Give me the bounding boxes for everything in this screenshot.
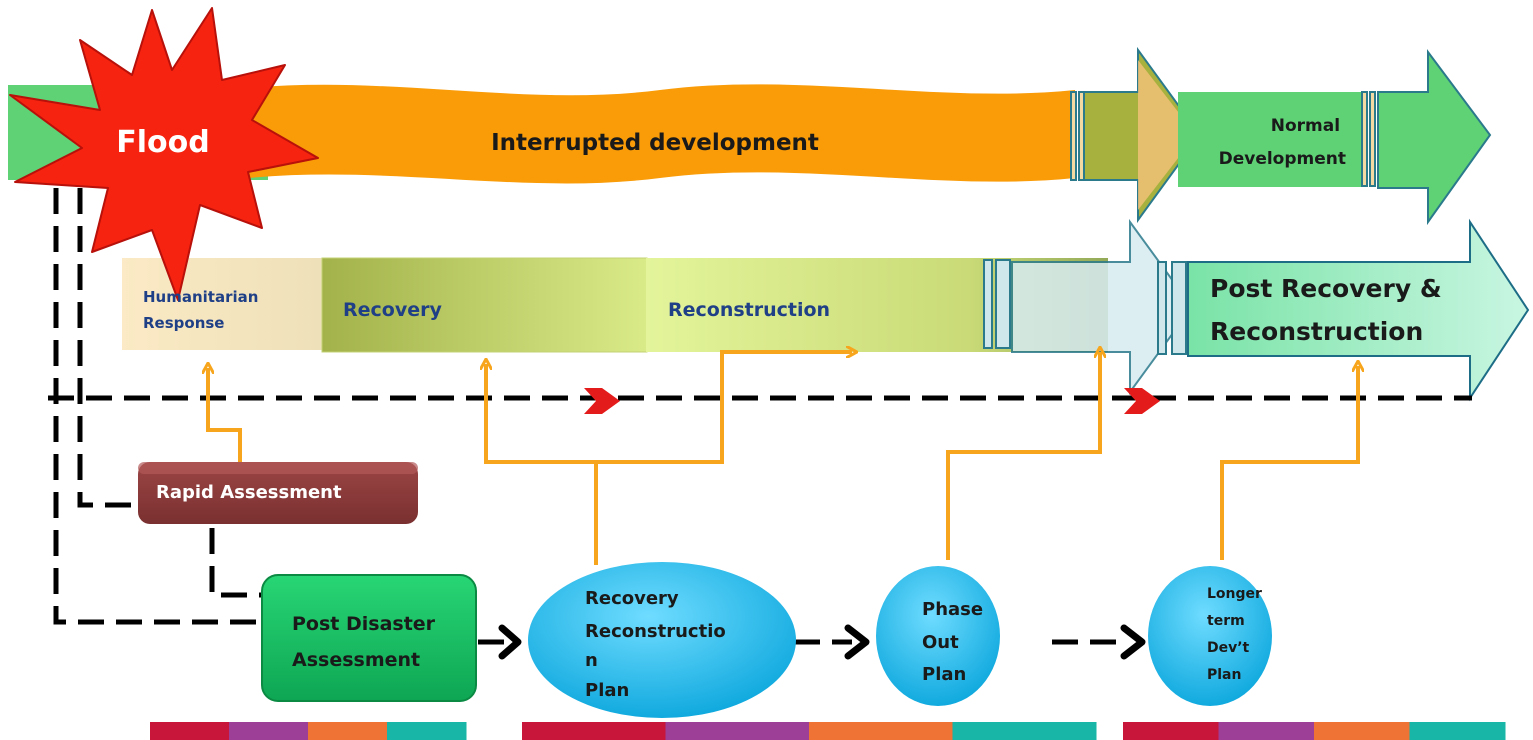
longer-term-line-1: Longer bbox=[1207, 586, 1262, 602]
normal-development-overlay bbox=[1138, 60, 1196, 210]
humanitarian-response-block bbox=[122, 258, 324, 350]
footer-strip-segment bbox=[150, 722, 230, 740]
footer-strip-segment bbox=[1218, 722, 1315, 740]
longer-term-line-2: term bbox=[1207, 613, 1245, 629]
footer-strip-segment bbox=[229, 722, 309, 740]
recovery-block bbox=[321, 257, 648, 353]
normal-development-label: Normal Development bbox=[1219, 116, 1346, 169]
normal-development-stripes bbox=[1070, 91, 1376, 187]
normal-development-body bbox=[1178, 92, 1368, 187]
interrupted-development-band bbox=[230, 84, 1075, 184]
recovery-plan-line-4: Plan bbox=[585, 680, 629, 701]
rapid-assessment-label: Rapid Assessment bbox=[156, 482, 342, 503]
recovery-plan-line-3: n bbox=[585, 650, 598, 671]
footer-color-strips bbox=[150, 722, 1506, 740]
phase-stripes bbox=[983, 259, 1187, 355]
recovery-plan-label: Recovery Reconstructio n Plan bbox=[585, 588, 732, 701]
post-disaster-line-2: Assessment bbox=[292, 649, 420, 671]
phase-out-plan-label: Phase Out Plan bbox=[922, 599, 989, 685]
interrupted-development-label: Interrupted development bbox=[491, 130, 819, 156]
footer-strip-segment bbox=[1409, 722, 1506, 740]
post-disaster-assessment-label: Post Disaster Assessment bbox=[292, 613, 442, 671]
phase-out-line-1: Phase bbox=[922, 599, 983, 620]
footer-strip-segment bbox=[952, 722, 1097, 740]
post-recovery-arrow bbox=[1187, 218, 1530, 402]
process-dashed-lines bbox=[48, 188, 1472, 645]
longer-term-plan-node bbox=[1148, 566, 1272, 706]
phase-out-plan-node bbox=[876, 566, 1000, 706]
flood-label: Flood bbox=[116, 125, 209, 160]
humanitarian-response-label: Humanitarian Response bbox=[143, 288, 264, 332]
post-recovery-label: Post Recovery & Reconstruction bbox=[1210, 274, 1450, 346]
footer-strip-segment bbox=[1314, 722, 1410, 740]
plan-connectors bbox=[208, 352, 1358, 565]
process-arrowheads bbox=[498, 624, 1146, 660]
normal-development-line-2: Development bbox=[1219, 149, 1346, 169]
timeline-markers bbox=[584, 388, 1160, 414]
post-recovery-line-2: Reconstruction bbox=[1210, 317, 1423, 346]
recovery-reconstruction-plan-node bbox=[528, 562, 796, 718]
longer-term-line-4: Plan bbox=[1207, 667, 1241, 683]
recovery-label: Recovery bbox=[343, 299, 442, 321]
longer-term-line-3: Dev’t bbox=[1207, 640, 1250, 656]
normal-development-line-1: Normal bbox=[1271, 116, 1340, 136]
recovery-plan-line-2: Reconstructio bbox=[585, 621, 726, 642]
post-disaster-assessment-node bbox=[261, 574, 477, 702]
footer-strip-segment bbox=[387, 722, 467, 740]
phase-out-line-2: Out bbox=[922, 632, 959, 653]
humanitarian-line-1: Humanitarian bbox=[143, 288, 258, 306]
footer-strip-segment bbox=[308, 722, 388, 740]
rapid-assessment-node bbox=[138, 462, 418, 524]
phase-out-line-3: Plan bbox=[922, 664, 966, 685]
normal-development-arrow-2 bbox=[1377, 48, 1492, 226]
post-recovery-line-1: Post Recovery & bbox=[1210, 274, 1442, 303]
footer-strip-segment bbox=[522, 722, 666, 740]
footer-strip-segment bbox=[1123, 722, 1219, 740]
footer-strip-segment bbox=[665, 722, 810, 740]
reconstruction-label: Reconstruction bbox=[668, 299, 830, 321]
footer-strip-segment bbox=[809, 722, 953, 740]
recovery-plan-line-1: Recovery bbox=[585, 588, 679, 609]
flood-starburst bbox=[9, 7, 319, 301]
humanitarian-line-2: Response bbox=[143, 314, 224, 332]
post-disaster-line-1: Post Disaster bbox=[292, 613, 436, 635]
longer-term-plan-label: Longer term Dev’t Plan bbox=[1207, 586, 1267, 683]
